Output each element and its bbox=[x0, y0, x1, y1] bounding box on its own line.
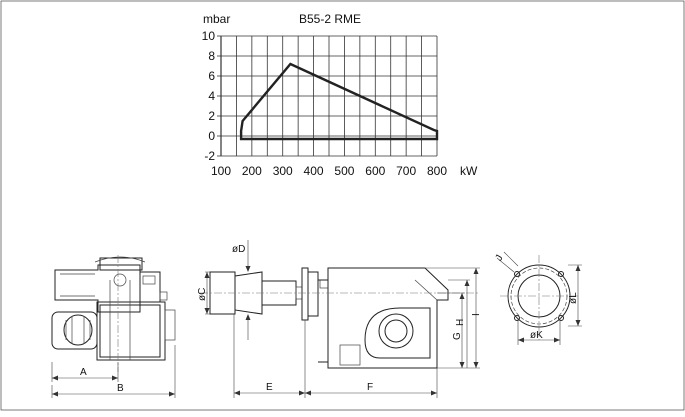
y-tick-label: 2 bbox=[208, 109, 215, 123]
dim-k-label: øK bbox=[530, 330, 543, 341]
chart-title: B55-2 RME bbox=[299, 12, 361, 26]
flange-view: øL øK J bbox=[494, 251, 582, 345]
x-tick-label: 500 bbox=[334, 164, 354, 178]
burner-side-view: A B bbox=[51, 255, 176, 398]
dim-i-label: I bbox=[471, 313, 482, 316]
dim-a-label: A bbox=[80, 367, 87, 378]
x-tick-label: 300 bbox=[273, 164, 293, 178]
x-tick-label: 200 bbox=[242, 164, 262, 178]
burner-front-view: øD øC E F G H I bbox=[197, 240, 482, 398]
dim-c-label: øC bbox=[197, 288, 208, 301]
dim-j-label: J bbox=[494, 253, 506, 263]
chart-grid bbox=[217, 35, 438, 157]
y-tick-label: -2 bbox=[204, 149, 215, 163]
x-tick-label: 400 bbox=[304, 164, 324, 178]
x-tick-labels: 100 200 300 400 500 600 700 800 bbox=[211, 164, 447, 178]
dim-b-label: B bbox=[117, 383, 124, 394]
dim-e-label: E bbox=[266, 382, 273, 393]
y-tick-label: 8 bbox=[208, 49, 215, 63]
x-tick-label: 700 bbox=[396, 164, 416, 178]
dim-l-label: øL bbox=[568, 292, 579, 304]
y-axis-label: mbar bbox=[203, 12, 230, 26]
dim-d-label: øD bbox=[232, 244, 245, 255]
x-tick-label: 800 bbox=[427, 164, 447, 178]
dim-g-label: G bbox=[452, 332, 463, 340]
dim-h-label: H bbox=[455, 319, 466, 326]
working-range-chart: B55-2 RME mbar kW -2 0 2 4 6 8 10 100 200 300 400… bbox=[202, 12, 478, 178]
y-tick-label: 4 bbox=[208, 89, 215, 103]
y-tick-labels: -2 0 2 4 6 8 10 bbox=[202, 29, 216, 163]
dim-f-label: F bbox=[367, 382, 373, 393]
x-axis-label: kW bbox=[460, 164, 478, 178]
x-tick-label: 600 bbox=[365, 164, 385, 178]
y-tick-label: 6 bbox=[208, 69, 215, 83]
y-tick-label: 0 bbox=[208, 129, 215, 143]
x-tick-label: 100 bbox=[211, 164, 231, 178]
working-range-outline bbox=[239, 62, 439, 141]
y-tick-label: 10 bbox=[202, 29, 216, 43]
